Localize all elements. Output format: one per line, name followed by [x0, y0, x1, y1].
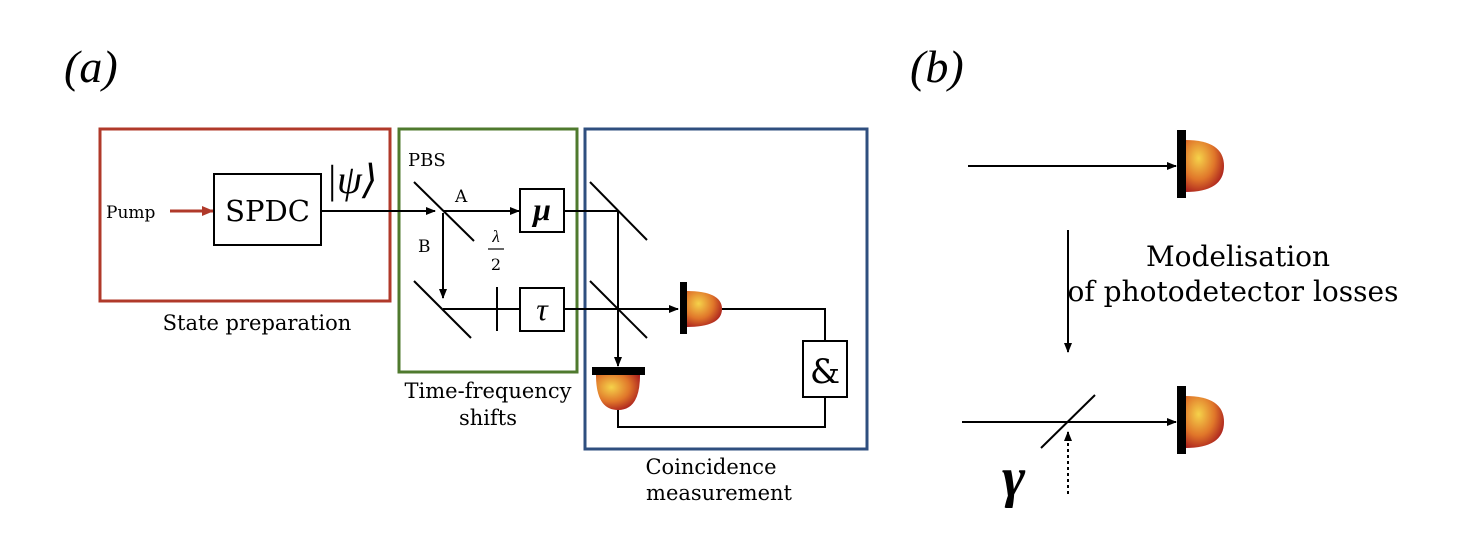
and-label: &: [810, 352, 840, 392]
coincidence-caption-line2: measurement: [646, 481, 792, 505]
arm-a-label: A: [454, 187, 468, 207]
loss-gamma-label: γ: [1002, 447, 1026, 509]
modelisation-line1: Modelisation: [1146, 240, 1330, 273]
pump-label: Pump: [106, 203, 156, 223]
detector-2: [592, 367, 645, 410]
coincidence-gate: [802, 340, 848, 398]
loss-beam-splitter: [1040, 394, 1096, 449]
time-frequency-box: [397, 127, 579, 374]
spdc-label: SPDC: [225, 194, 310, 228]
panel-a-label: (a): [64, 41, 118, 92]
wire-detector-1: [722, 308, 826, 341]
coincidence-caption-line1: Coincidence: [645, 455, 776, 479]
state-preparation-box: [98, 127, 392, 303]
coincidence-box: [583, 127, 869, 451]
waveplate-numerator: λ: [491, 227, 499, 246]
time-frequency-caption-line2: shifts: [459, 406, 517, 430]
detector-ideal: [1177, 130, 1224, 198]
pbs-label: PBS: [408, 150, 446, 171]
wire-detector-2: [617, 397, 826, 428]
panel-b-label: (b): [910, 41, 964, 92]
detector-lossy: [1177, 386, 1224, 454]
waveplate-denominator: 2: [491, 255, 501, 274]
state-preparation-caption: State preparation: [163, 311, 352, 335]
state-ket: |ψ⟩: [326, 157, 377, 202]
tau-label: τ: [536, 291, 549, 327]
arm-b-label: B: [418, 237, 431, 257]
detector-1: [680, 282, 722, 334]
mirror-b: [413, 280, 472, 339]
mu-label: μ: [531, 191, 551, 227]
modelisation-line2: of photodetector losses: [1068, 275, 1399, 308]
beam-splitter-50-50: [589, 280, 648, 339]
spdc-source: [213, 173, 322, 246]
time-frequency-caption-line1: Time-frequency: [405, 379, 572, 403]
